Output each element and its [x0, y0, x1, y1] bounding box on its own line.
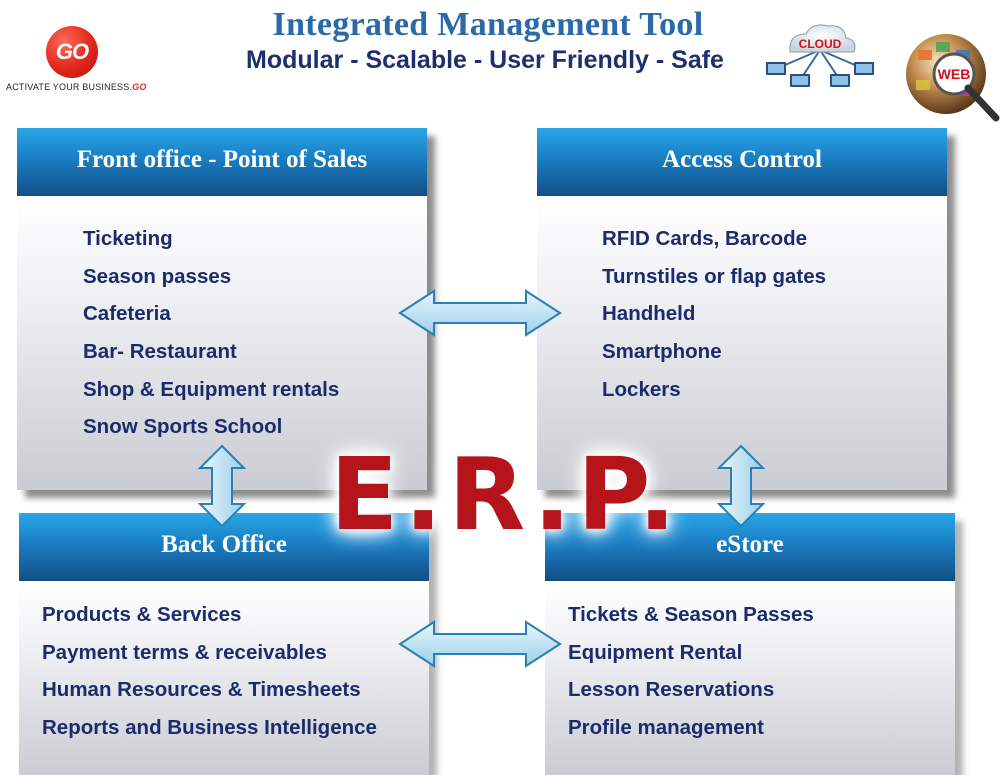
panel-access-control: Access Control RFID Cards, Barcode Turns… [537, 128, 947, 490]
logo-mark: GO [46, 26, 98, 78]
list-item: Reports and Business Intelligence [42, 716, 377, 740]
list-item: Handheld [602, 302, 696, 326]
panel-front-office-body: Ticketing Season passes Cafeteria Bar- R… [17, 196, 427, 490]
double-arrow-horizontal-icon [398, 620, 562, 668]
list-item: Products & Services [42, 603, 242, 626]
list-item: Bar- Restaurant [83, 340, 237, 364]
page-title: Integrated Management Tool [272, 6, 704, 43]
page-subtitle: Modular - Scalable - User Friendly - Saf… [246, 46, 724, 74]
list-item: Tickets & Season Passes [568, 603, 814, 626]
front-office-list: Ticketing Season passes Cafeteria Bar- R… [83, 220, 339, 446]
list-item: Season passes [83, 264, 232, 288]
list-item: Turnstiles or flap gates [602, 264, 827, 288]
panel-front-office: Front office - Point of Sales Ticketing … [17, 128, 427, 490]
estore-list: Tickets & Season Passes Equipment Rental… [568, 596, 814, 747]
web-label: WEB [938, 66, 971, 82]
cloud-label: CLOUD [799, 37, 842, 51]
list-item: Payment terms & receivables [42, 640, 327, 664]
list-item: Snow Sports School [83, 415, 283, 439]
list-item: Ticketing [83, 227, 173, 250]
company-logo: GO ACTIVATE YOUR BUSINESS.GO [6, 22, 146, 94]
list-item: RFID Cards, Barcode [602, 227, 808, 250]
list-item: Smartphone [602, 340, 722, 364]
panel-estore-title: eStore [545, 513, 955, 581]
logo-tagline: ACTIVATE YOUR BUSINESS.GO [6, 82, 147, 92]
list-item: Lesson Reservations [568, 678, 775, 702]
double-arrow-horizontal-icon [398, 289, 562, 337]
access-control-list: RFID Cards, Barcode Turnstiles or flap g… [602, 220, 826, 408]
list-item: Shop & Equipment rentals [83, 377, 340, 401]
panel-access-control-title: Access Control [537, 128, 947, 196]
list-item: Profile management [568, 716, 764, 740]
list-item: Cafeteria [83, 302, 171, 326]
panel-back-office-body: Products & Services Payment terms & rece… [19, 581, 429, 775]
list-item: Lockers [602, 377, 681, 401]
list-item: Human Resources & Timesheets [42, 678, 361, 702]
double-arrow-vertical-icon [717, 444, 765, 528]
web-globe-icon: WEB [906, 34, 1000, 122]
back-office-list: Products & Services Payment terms & rece… [42, 596, 377, 747]
panel-back-office: Back Office Products & Services Payment … [19, 513, 429, 775]
panel-estore: eStore Tickets & Season Passes Equipment… [545, 513, 955, 775]
panel-access-control-body: RFID Cards, Barcode Turnstiles or flap g… [537, 196, 947, 490]
list-item: Equipment Rental [568, 640, 743, 664]
erp-label: E.R.P. [330, 436, 683, 553]
cloud-network-icon: CLOUD [766, 24, 874, 87]
panel-estore-body: Tickets & Season Passes Equipment Rental… [545, 581, 955, 775]
panel-front-office-title: Front office - Point of Sales [17, 128, 427, 196]
double-arrow-vertical-icon [198, 444, 246, 528]
